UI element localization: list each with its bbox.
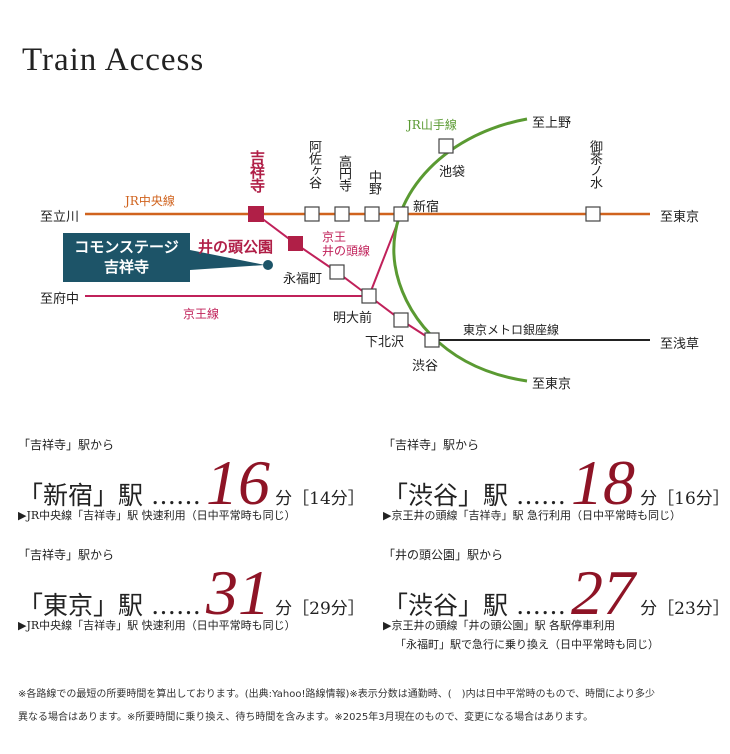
keio-inokashira-line-label: 京王井の頭線	[322, 230, 370, 258]
station-inokashira-koen-label: 井の頭公園	[198, 238, 274, 256]
minutes-unit: 分［23分］	[640, 599, 730, 619]
station-shimokitazawa-marker[interactable]	[393, 312, 409, 328]
origin-label: 「吉祥寺」駅から	[18, 438, 115, 452]
route-note-2: 「永福町」駅で急行に乗り換え（日中平常時も同じ）	[395, 638, 659, 651]
origin-label: 「吉祥寺」駅から	[18, 548, 115, 562]
commute-minutes: 18	[571, 447, 636, 518]
commute-minutes: 27	[571, 557, 636, 628]
time-block-tokyo: 「吉祥寺」駅から 「東京」駅 …… 31 分［29分］ ▶JR中央線「吉祥寺」駅…	[18, 546, 365, 633]
station-ochanomizu-marker[interactable]	[585, 206, 601, 222]
footnote-line-1: ※各路線での最短の所要時間を算出しております。(出典:Yahoo!路線情報)※表…	[18, 689, 655, 700]
route-note: ▶京王井の頭線「井の頭公園」駅 各駅停車利用	[383, 619, 615, 632]
station-shibuya-marker[interactable]	[424, 332, 440, 348]
destination-label: 「渋谷」駅 ……	[383, 481, 566, 510]
station-koenji-label: 高円寺	[336, 155, 351, 191]
time-block-shinjuku: 「吉祥寺」駅から 「新宿」駅 …… 16 分［14分］ ▶JR中央線「吉祥寺」駅…	[18, 436, 365, 523]
station-shibuya-label: 渋谷	[412, 359, 439, 374]
station-eifukucho-marker[interactable]	[329, 264, 345, 280]
station-meidaimae-marker[interactable]	[361, 288, 377, 304]
station-nakano-label: 中野	[366, 170, 381, 194]
yamanote-line	[392, 117, 528, 383]
keio-inokashira-label-1: 京王	[322, 230, 347, 244]
minutes-unit: 分［14分］	[275, 489, 365, 509]
minutes-unit: 分［16分］	[640, 489, 730, 509]
direction-tokyo-chuo: 至東京	[660, 210, 700, 225]
destination-label: 「渋谷」駅 ……	[383, 591, 566, 620]
footnote-line-2: 異なる場合はあります。※所要時間に乗り換え、待ち時間を含みます。※2025年3月…	[18, 712, 594, 723]
destination-label: 「東京」駅 ……	[18, 591, 201, 620]
property-callout: コモンステージ吉祥寺	[63, 233, 190, 282]
commute-minutes: 16	[206, 447, 271, 518]
property-location-dot	[263, 260, 273, 270]
route-note: ▶JR中央線「吉祥寺」駅 快速利用（日中平常時も同じ）	[18, 509, 296, 522]
station-inokashira-koen-marker[interactable]	[288, 236, 303, 251]
callout-pointer	[190, 250, 265, 270]
route-note: ▶JR中央線「吉祥寺」駅 快速利用（日中平常時も同じ）	[18, 619, 296, 632]
direction-tachikawa: 至立川	[40, 210, 80, 225]
station-shimokitazawa-label: 下北沢	[365, 335, 405, 350]
station-shinjuku-label: 新宿	[413, 200, 440, 215]
direction-asakusa: 至浅草	[660, 337, 700, 352]
station-ikebukuro-marker[interactable]	[438, 138, 454, 154]
jr-chuo-line-label: JR中央線	[125, 194, 175, 208]
direction-fuchu: 至府中	[40, 292, 80, 307]
page-title: Train Access	[22, 42, 205, 78]
route-map	[85, 117, 650, 383]
origin-label: 「吉祥寺」駅から	[383, 438, 480, 452]
station-shinjuku-marker[interactable]	[393, 206, 409, 222]
station-ikebukuro-label: 池袋	[439, 165, 466, 180]
station-asagaya-marker[interactable]	[304, 206, 320, 222]
route-note: ▶京王井の頭線「吉祥寺」駅 急行利用（日中平常時も同じ）	[383, 509, 681, 522]
direction-ueno: 至上野	[532, 116, 572, 131]
station-ochanomizu-label: 御茶ノ水	[587, 140, 602, 188]
ginza-line-label: 東京メトロ銀座線	[463, 323, 560, 337]
keio-line-label: 京王線	[183, 307, 220, 321]
minutes-unit: 分［29分］	[275, 599, 365, 619]
station-kichijoji-label: 吉祥寺	[248, 150, 266, 192]
station-nakano-marker[interactable]	[364, 206, 380, 222]
station-kichijoji-marker[interactable]	[248, 206, 264, 222]
callout-line-1: コモンステージ	[74, 238, 179, 256]
keio-inokashira-label-2: 井の頭線	[322, 244, 371, 258]
callout-line-2: 吉祥寺	[103, 258, 149, 276]
station-eifukucho-label: 永福町	[283, 272, 323, 287]
direction-tokyo-yamanote: 至東京	[532, 377, 572, 392]
station-koenji-marker[interactable]	[334, 206, 350, 222]
station-meidaimae-label: 明大前	[333, 311, 373, 326]
time-block-shibuya-1: 「吉祥寺」駅から 「渋谷」駅 …… 18 分［16分］ ▶京王井の頭線「吉祥寺」…	[383, 436, 730, 523]
destination-label: 「新宿」駅 ……	[18, 481, 201, 510]
time-block-shibuya-2: 「井の頭公園」駅から 「渋谷」駅 …… 27 分［23分］ ▶京王井の頭線「井の…	[383, 546, 730, 652]
station-asagaya-label: 阿佐ヶ谷	[306, 140, 321, 188]
origin-label: 「井の頭公園」駅から	[383, 548, 504, 562]
yamanote-line-label: JR山手線	[407, 118, 457, 132]
commute-minutes: 31	[206, 557, 271, 628]
